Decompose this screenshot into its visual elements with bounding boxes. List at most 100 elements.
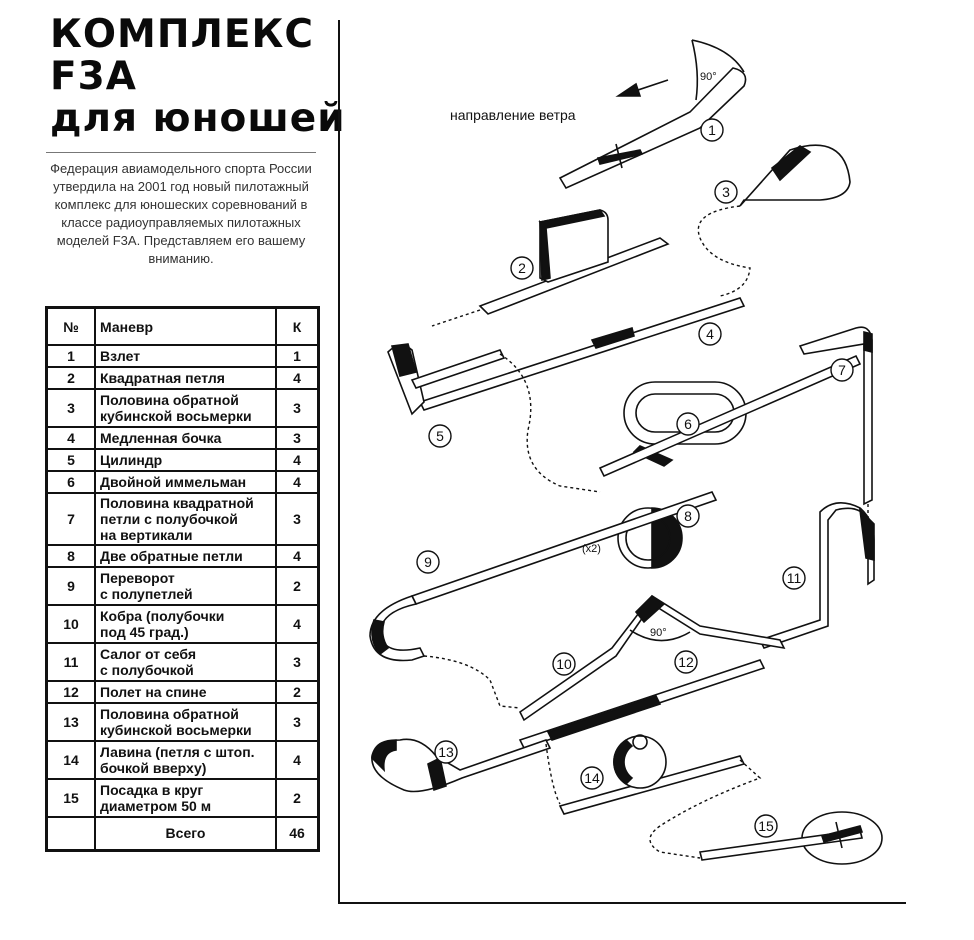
marker-circle xyxy=(698,322,722,346)
maneuver-name-line: Медленная бочка xyxy=(100,430,222,446)
marker-number: 5 xyxy=(436,428,444,444)
maneuver-name-line: Половина обратной xyxy=(100,706,239,722)
maneuver-marker-10: 10 xyxy=(552,652,576,676)
angle-label-top: 90° xyxy=(700,71,717,83)
maneuver-marker-4: 4 xyxy=(698,322,722,346)
marker-circle xyxy=(552,652,576,676)
marker-number: 2 xyxy=(518,260,526,276)
marker-circle xyxy=(428,424,452,448)
row-num: 8 xyxy=(45,544,96,568)
row-k: 2 xyxy=(275,566,320,606)
marker-circle xyxy=(416,550,440,574)
row-num: 7 xyxy=(45,492,96,546)
maneuver-name-line: Половина обратной xyxy=(100,392,239,408)
maneuver-name-line: кубинской восьмерки xyxy=(100,408,252,424)
marker-circle xyxy=(674,650,698,674)
marker-number: 3 xyxy=(722,184,730,200)
row-k: 3 xyxy=(275,426,320,450)
title-line-3: для юношей xyxy=(50,96,346,141)
marker-number: 10 xyxy=(556,656,572,672)
row-k: 3 xyxy=(275,702,320,742)
maneuver-marker-7: 7 xyxy=(830,358,854,382)
wind-direction-label: направление ветра xyxy=(450,107,576,123)
row-num: 15 xyxy=(45,778,96,818)
maneuver-marker-3: 3 xyxy=(714,180,738,204)
marker-number: 13 xyxy=(438,744,454,760)
maneuver-name-line: на вертикали xyxy=(100,527,193,543)
row-num: 5 xyxy=(45,448,96,472)
maneuver-7-half-square-loop xyxy=(798,326,873,520)
row-num: 3 xyxy=(45,388,96,428)
marker-number: 1 xyxy=(708,122,716,138)
maneuver-marker-12: 12 xyxy=(674,650,698,674)
total-value: 46 xyxy=(275,816,320,851)
maneuver-13-half-cuban-eight xyxy=(371,738,561,805)
row-maneuver: Взлет xyxy=(94,344,277,368)
marker-number: 6 xyxy=(684,416,692,432)
row-num: 6 xyxy=(45,470,96,494)
marker-circle xyxy=(580,766,604,790)
row-k: 3 xyxy=(275,642,320,682)
title-line-1: КОМПЛЕКС xyxy=(50,12,315,57)
row-num: 12 xyxy=(45,680,96,704)
maneuver-name-line: петли с полубочкой xyxy=(100,511,238,527)
marker-circle xyxy=(714,180,738,204)
maneuver-2-square-loop xyxy=(431,209,670,327)
maneuver-5-cylinder xyxy=(387,343,601,493)
row-k: 4 xyxy=(275,740,320,780)
row-k: 4 xyxy=(275,544,320,568)
landing-plane-icon xyxy=(820,821,864,849)
marker-number: 15 xyxy=(758,818,774,834)
maneuver-11-salog xyxy=(758,502,875,649)
maneuver-6-double-immelmann xyxy=(598,354,862,478)
maneuver-3-half-cuban-eight xyxy=(697,144,851,297)
row-k: 1 xyxy=(275,344,320,368)
marker-number: 7 xyxy=(838,362,846,378)
angle-label-cobra: 90° xyxy=(650,627,667,639)
marker-number: 14 xyxy=(584,770,600,786)
table-total-row: Всего 46 xyxy=(45,816,320,851)
maneuver-name-line: Переворот xyxy=(100,570,175,586)
row-num: 11 xyxy=(45,642,96,682)
marker-number: 4 xyxy=(706,326,714,342)
maneuver-name-line: Салог от себя xyxy=(100,646,197,662)
row-maneuver: Двойной иммельман xyxy=(94,470,277,494)
table-header-row: № Маневр К xyxy=(45,306,320,346)
row-k: 4 xyxy=(275,470,320,494)
row-k: 3 xyxy=(275,492,320,546)
row-maneuver: Две обратные петли xyxy=(94,544,277,568)
intro-paragraph: Федерация авиамодельного спорта России у… xyxy=(50,161,312,266)
title-divider xyxy=(46,152,316,153)
plane-icon xyxy=(596,143,644,169)
row-k: 4 xyxy=(275,448,320,472)
row-num: 2 xyxy=(45,366,96,390)
maneuver-name-line: Цилиндр xyxy=(100,452,163,468)
page-title: КОМПЛЕКС F3A для юношей xyxy=(50,12,346,141)
maneuver-marker-14: 14 xyxy=(580,766,604,790)
maneuver-marker-1: 1 xyxy=(700,118,724,142)
row-maneuver: Полет на спине xyxy=(94,680,277,704)
maneuver-name-line: с полупетлей xyxy=(100,586,193,602)
maneuver-marker-2: 2 xyxy=(510,256,534,280)
marker-circle xyxy=(830,358,854,382)
row-maneuver: Лавина (петля с штоп.бочкой вверху) xyxy=(94,740,277,780)
